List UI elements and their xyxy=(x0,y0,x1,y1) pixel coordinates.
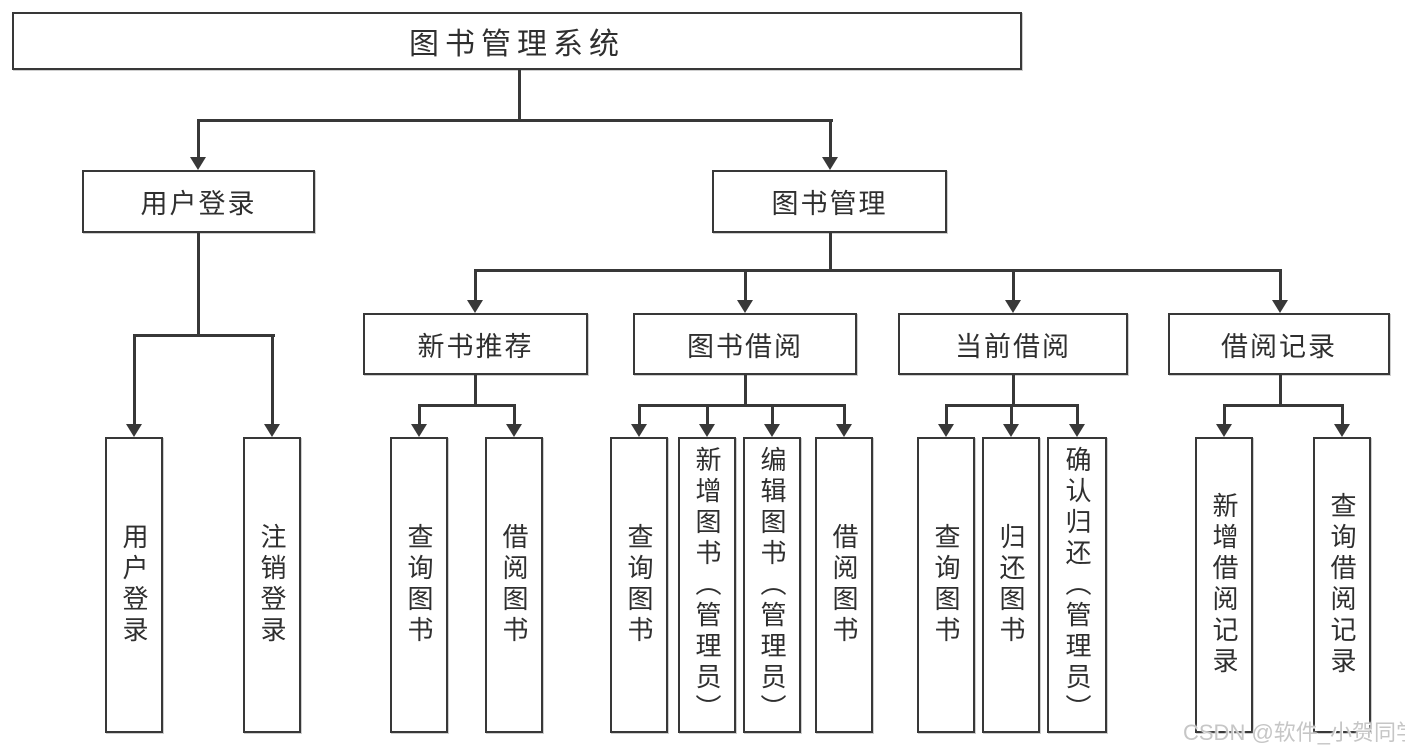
arrowhead-down-icon xyxy=(938,424,954,437)
leaf-return-books: 归还图书 xyxy=(982,437,1040,733)
connector-borrow-records-rail xyxy=(1223,404,1343,407)
leaf-query-borrow-record: 查询借阅记录 xyxy=(1313,437,1371,733)
connector-to-current-borrow xyxy=(1012,269,1015,301)
leaf-logout-login: 注销登录 xyxy=(243,437,301,733)
connector-to-user-login xyxy=(197,119,200,158)
leaf-confirm-return-admin: 确认归还（管理员） xyxy=(1047,437,1107,733)
arrowhead-down-icon xyxy=(1005,300,1021,313)
node-user-login: 用户登录 xyxy=(82,170,315,233)
connector-book-borrow-stub xyxy=(744,375,747,405)
connector-to-leaf-user-login xyxy=(133,334,136,425)
arrowhead-down-icon xyxy=(631,424,647,437)
leaf-return-books-label: 归还图书 xyxy=(996,523,1026,647)
arrowhead-down-icon xyxy=(822,157,838,170)
node-book-management: 图书管理 xyxy=(712,170,947,233)
arrowhead-down-icon xyxy=(411,424,427,437)
arrowhead-down-icon xyxy=(699,424,715,437)
leaf-query-books-recommend-label: 查询图书 xyxy=(404,523,434,647)
leaf-borrow-books-label: 借阅图书 xyxy=(829,523,859,647)
connector-to-leaf xyxy=(1010,404,1013,425)
connector-root-stub xyxy=(518,70,521,120)
leaf-query-books-borrow-label: 查询图书 xyxy=(624,523,654,647)
connector-to-leaf xyxy=(513,404,516,425)
connector-book-management-stub xyxy=(829,233,832,270)
arrowhead-down-icon xyxy=(737,300,753,313)
leaf-user-login: 用户登录 xyxy=(105,437,163,733)
arrowhead-down-icon xyxy=(506,424,522,437)
leaf-confirm-return-admin-label: 确认归还（管理员） xyxy=(1062,445,1092,725)
leaf-query-books-current: 查询图书 xyxy=(917,437,975,733)
node-book-borrow-label: 图书借阅 xyxy=(687,331,803,362)
leaf-add-book-admin-label: 新增图书（管理员） xyxy=(692,445,722,725)
connector-to-new-book-recommend xyxy=(474,269,477,301)
arrowhead-down-icon xyxy=(190,157,206,170)
arrowhead-down-icon xyxy=(764,424,780,437)
leaf-query-books-current-label: 查询图书 xyxy=(931,523,961,647)
arrowhead-down-icon xyxy=(836,424,852,437)
leaf-add-borrow-record: 新增借阅记录 xyxy=(1195,437,1253,733)
leaf-logout-login-label: 注销登录 xyxy=(257,523,287,647)
leaf-query-books-recommend: 查询图书 xyxy=(390,437,448,733)
leaf-edit-book-admin: 编辑图书（管理员） xyxy=(743,437,801,733)
connector-to-leaf xyxy=(706,404,709,425)
connector-borrow-records-stub xyxy=(1279,375,1282,405)
connector-level2-rail xyxy=(197,119,833,122)
arrowhead-down-icon xyxy=(467,300,483,313)
arrowhead-down-icon xyxy=(1334,424,1350,437)
leaf-query-borrow-record-label: 查询借阅记录 xyxy=(1327,492,1357,678)
arrowhead-down-icon xyxy=(1272,300,1288,313)
node-borrow-records: 借阅记录 xyxy=(1168,313,1390,375)
leaf-borrow-books-recommend-label: 借阅图书 xyxy=(499,523,529,647)
node-book-management-label: 图书管理 xyxy=(771,189,888,219)
connector-new-book-recommend-rail xyxy=(418,404,516,407)
connector-user-login-rail xyxy=(133,334,275,337)
leaf-borrow-books-recommend: 借阅图书 xyxy=(485,437,543,733)
connector-book-borrow-rail xyxy=(638,404,846,407)
leaf-add-book-admin: 新增图书（管理员） xyxy=(678,437,736,733)
connector-to-leaf-logout xyxy=(271,334,274,425)
node-library-system: 图书管理系统 xyxy=(12,12,1022,70)
connector-to-book-borrow xyxy=(744,269,747,301)
connector-to-leaf xyxy=(638,404,641,425)
arrowhead-down-icon xyxy=(1069,424,1085,437)
arrowhead-down-icon xyxy=(1003,424,1019,437)
node-borrow-records-label: 借阅记录 xyxy=(1221,331,1337,362)
connector-level3-rail xyxy=(474,269,1282,272)
connector-to-leaf xyxy=(843,404,846,425)
connector-to-leaf xyxy=(945,404,948,425)
connector-to-leaf xyxy=(1341,404,1344,425)
arrowhead-down-icon xyxy=(1216,424,1232,437)
node-book-borrow: 图书借阅 xyxy=(633,313,857,375)
leaf-borrow-books: 借阅图书 xyxy=(815,437,873,733)
node-new-book-recommend-label: 新书推荐 xyxy=(417,331,534,362)
connector-to-borrow-records xyxy=(1279,269,1282,301)
connector-to-leaf xyxy=(1223,404,1226,425)
connector-to-book-management xyxy=(829,119,832,158)
leaf-add-borrow-record-label: 新增借阅记录 xyxy=(1209,492,1239,678)
connector-user-login-stub xyxy=(197,233,200,335)
leaf-user-login-label: 用户登录 xyxy=(119,523,149,647)
leaf-edit-book-admin-label: 编辑图书（管理员） xyxy=(757,445,787,725)
node-current-borrow-label: 当前借阅 xyxy=(955,331,1071,362)
leaf-query-books-borrow: 查询图书 xyxy=(610,437,668,733)
connector-to-leaf xyxy=(418,404,421,425)
node-library-system-label: 图书管理系统 xyxy=(409,28,625,61)
watermark: CSDN @软件_小贺同学 xyxy=(1183,720,1405,745)
node-new-book-recommend: 新书推荐 xyxy=(363,313,588,375)
connector-to-leaf xyxy=(1076,404,1079,425)
node-current-borrow: 当前借阅 xyxy=(898,313,1128,375)
connector-new-book-recommend-stub xyxy=(474,375,477,405)
arrowhead-down-icon xyxy=(126,424,142,437)
connector-current-borrow-stub xyxy=(1012,375,1015,405)
arrowhead-down-icon xyxy=(264,424,280,437)
connector-to-leaf xyxy=(771,404,774,425)
node-user-login-label: 用户登录 xyxy=(140,189,257,219)
